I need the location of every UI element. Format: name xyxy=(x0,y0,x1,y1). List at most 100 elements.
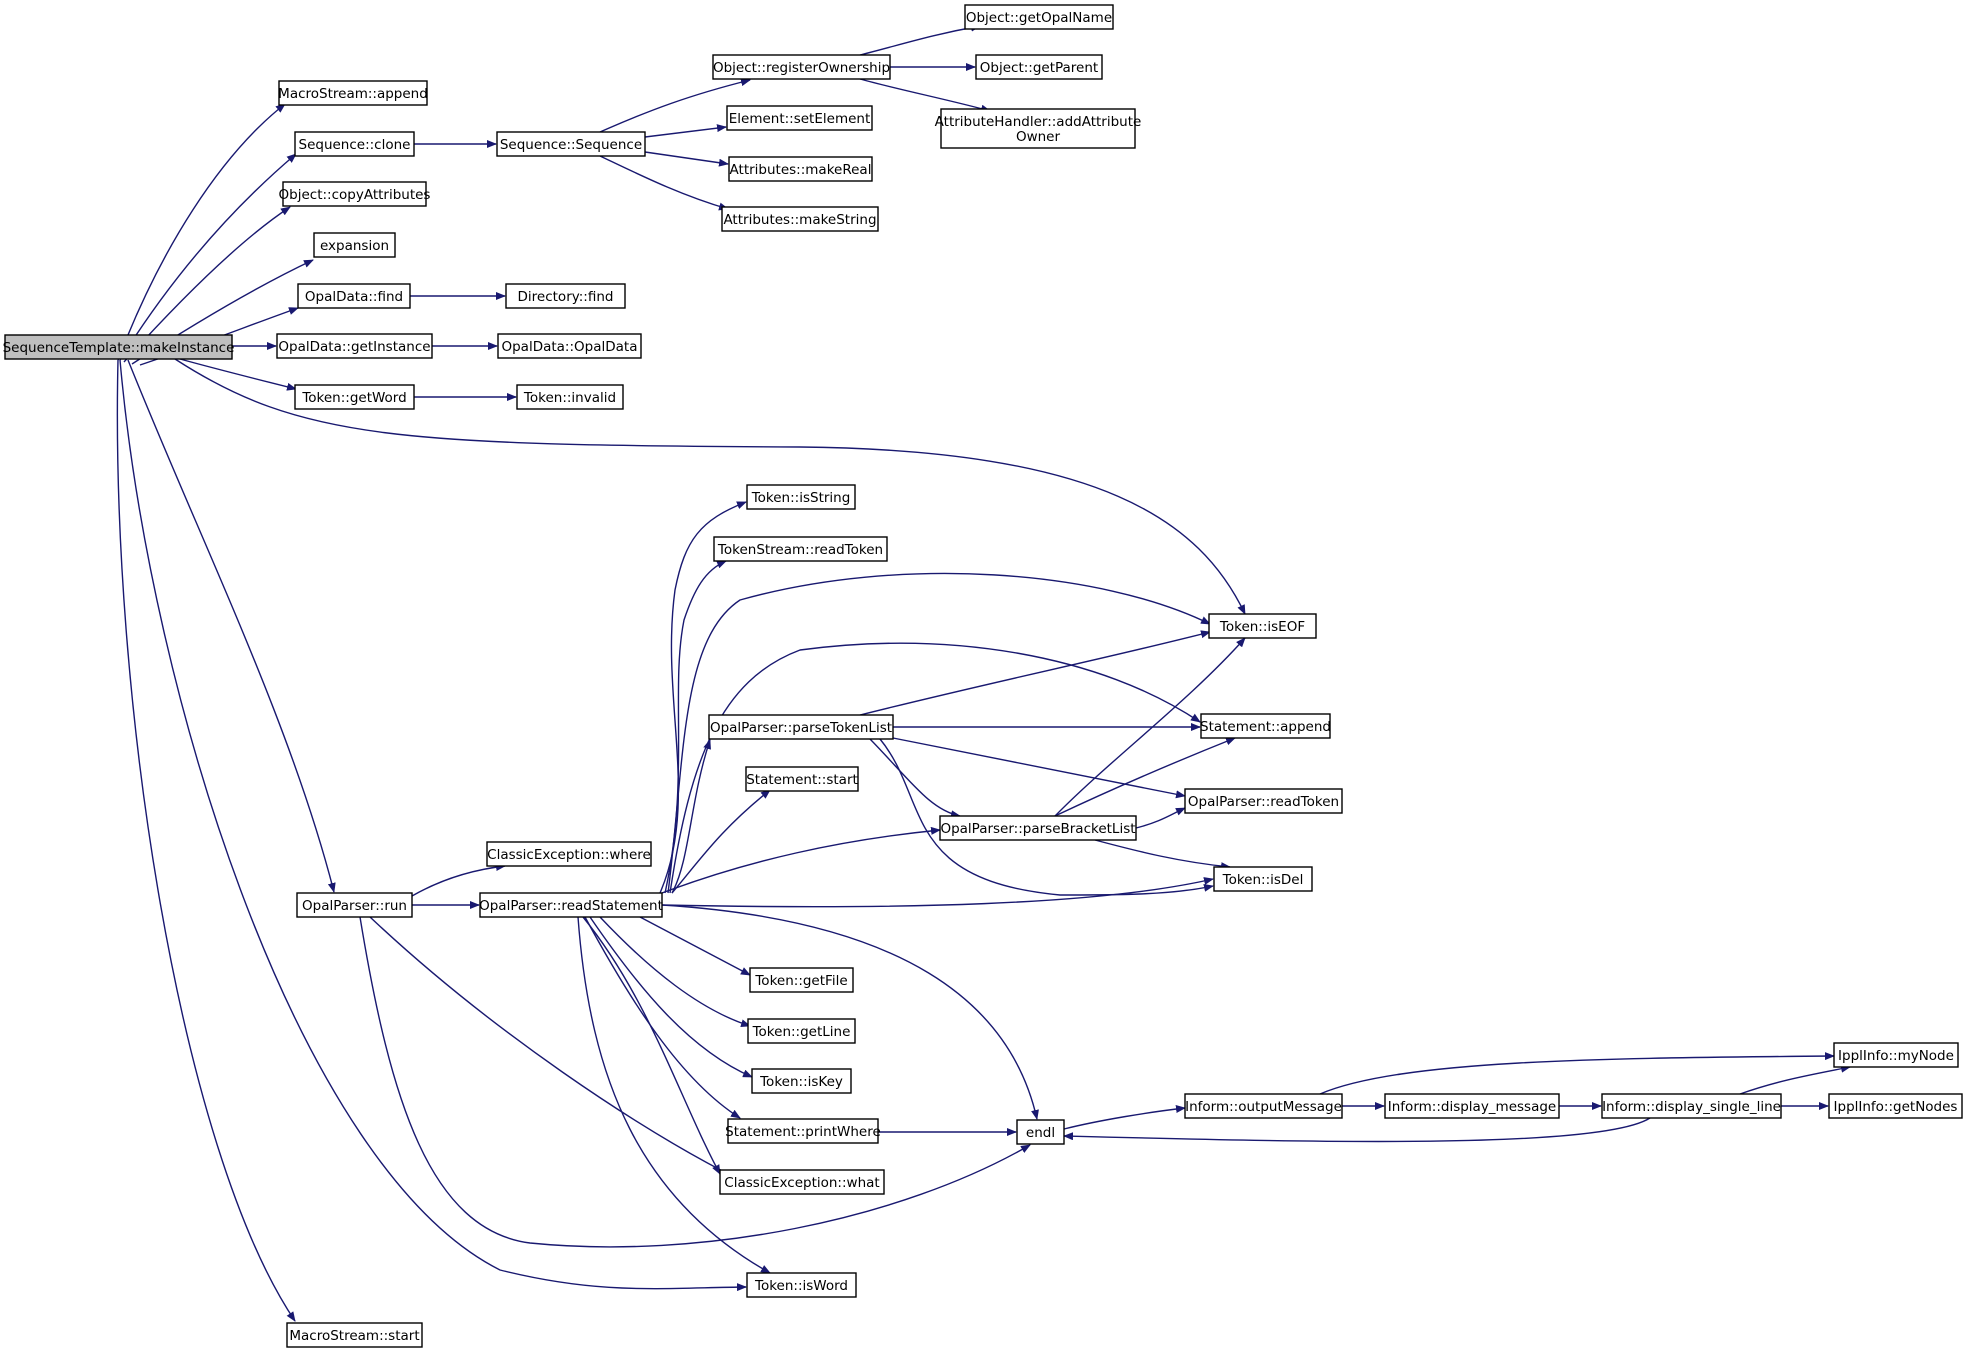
node-od_getinst[interactable]: OpalData::getInstance xyxy=(276,333,433,359)
node-box xyxy=(726,105,873,131)
node-box xyxy=(497,333,642,359)
node-label: endl xyxy=(1026,1125,1055,1141)
node-box xyxy=(745,766,859,792)
edge-op_readstmt-to-tok_iskey xyxy=(589,916,753,1078)
node-box xyxy=(749,967,854,993)
node-tok_isword[interactable]: Token::isWord xyxy=(746,1272,857,1298)
node-box xyxy=(297,283,411,309)
node-od_od[interactable]: OpalData::OpalData xyxy=(497,333,642,359)
node-obj_parent[interactable]: Object::getParent xyxy=(975,54,1103,80)
node-label: Attributes::makeString xyxy=(723,212,876,228)
node-endl[interactable]: endl xyxy=(1016,1119,1065,1145)
edge-op_ptl-to-op_readtoken xyxy=(892,737,1186,799)
node-tok_iseof[interactable]: Token::isEOF xyxy=(1208,613,1317,639)
edge-op_readstmt-to-op_pbl xyxy=(661,826,941,894)
node-tok_iskey[interactable]: Token::isKey xyxy=(751,1068,852,1094)
node-obj_copy[interactable]: Object::copyAttributes xyxy=(279,181,431,207)
node-label: ClassicException::what xyxy=(724,1175,879,1191)
node-box xyxy=(1384,1093,1560,1119)
node-tok_isdel[interactable]: Token::isDel xyxy=(1213,866,1313,892)
node-ippl_getnodes[interactable]: IpplInfo::getNodes xyxy=(1828,1093,1963,1119)
node-op_pbl[interactable]: OpalParser::parseBracketList xyxy=(939,815,1137,841)
node-ce_what[interactable]: ClassicException::what xyxy=(719,1169,885,1195)
node-ippl_mynode[interactable]: IpplInfo::myNode xyxy=(1833,1042,1959,1068)
node-ce_where[interactable]: ClassicException::where xyxy=(486,841,652,867)
node-label: Token::getFile xyxy=(754,973,847,989)
edge-op_run-to-ce_what xyxy=(369,916,741,1181)
edge-root-to-tok_iseof xyxy=(174,358,1246,615)
edge-root-to-op_run xyxy=(127,359,336,893)
edge-op_readstmt-to-tok_iseof xyxy=(667,572,1211,894)
edge-inf_displine-to-ippl_mynode xyxy=(1739,1064,1851,1095)
edge-seq_seq-to-attr_string xyxy=(599,155,729,211)
node-label: AttributeHandler::addAttribute xyxy=(935,114,1142,130)
node-label: ClassicException::where xyxy=(487,847,651,863)
node-dir_find[interactable]: Directory::find xyxy=(505,283,626,309)
node-label: Token::isKey xyxy=(759,1074,843,1090)
node-box xyxy=(505,283,626,309)
edge-op_pbl-to-op_readtoken xyxy=(1135,807,1186,829)
node-box xyxy=(719,1169,885,1195)
node-attr_string[interactable]: Attributes::makeString xyxy=(721,206,879,232)
node-op_readtoken[interactable]: OpalParser::readToken xyxy=(1184,788,1343,814)
node-label: expansion xyxy=(320,238,389,254)
node-ts_readtoken[interactable]: TokenStream::readToken xyxy=(713,536,888,562)
node-box xyxy=(486,841,652,867)
edge-op_readstmt-to-tok_isdel xyxy=(661,877,1214,908)
node-box xyxy=(313,232,396,258)
node-label: OpalData::getInstance xyxy=(278,339,430,355)
node-label: OpalParser::readStatement xyxy=(479,898,663,914)
node-tok_isstring[interactable]: Token::isString xyxy=(746,484,856,510)
node-op_readstmt[interactable]: OpalParser::readStatement xyxy=(479,892,663,918)
node-inf_dispmsg[interactable]: Inform::display_message xyxy=(1384,1093,1560,1119)
node-box xyxy=(964,4,1114,30)
node-label: Owner xyxy=(1016,129,1061,145)
edge-op_pbl-to-st_append xyxy=(1054,737,1236,817)
node-label: OpalData::OpalData xyxy=(501,339,637,355)
node-tok_getfile[interactable]: Token::getFile xyxy=(749,967,854,993)
node-label: Sequence::clone xyxy=(299,137,411,153)
node-st_start[interactable]: Statement::start xyxy=(745,766,859,792)
node-box xyxy=(1184,788,1343,814)
node-box xyxy=(479,892,663,918)
node-label: Token::isDel xyxy=(1222,872,1304,888)
node-od_find[interactable]: OpalData::find xyxy=(297,283,411,309)
node-tok_getline[interactable]: Token::getLine xyxy=(747,1018,856,1044)
node-label: Statement::append xyxy=(1200,719,1331,735)
node-tok_invalid[interactable]: Token::invalid xyxy=(516,384,624,410)
edge-op_run-to-ce_where xyxy=(411,863,506,897)
node-label: Inform::display_message xyxy=(1388,1099,1556,1115)
node-box xyxy=(975,54,1103,80)
node-root[interactable]: SequenceTemplate::makeInstance xyxy=(3,334,235,360)
node-st_printwhere[interactable]: Statement::printWhere xyxy=(725,1118,881,1144)
node-box xyxy=(727,1118,879,1144)
node-box xyxy=(4,334,233,360)
node-seq_seq[interactable]: Sequence::Sequence xyxy=(496,131,646,157)
node-ms_append[interactable]: MacroStream::append xyxy=(278,80,428,106)
node-obj_regown[interactable]: Object::registerOwnership xyxy=(712,54,891,80)
node-obj_opalname[interactable]: Object::getOpalName xyxy=(964,4,1114,30)
node-op_run[interactable]: OpalParser::run xyxy=(296,892,413,918)
edge-op_pbl-to-tok_isdel xyxy=(1094,839,1231,871)
node-label: OpalParser::parseTokenList xyxy=(710,720,892,736)
node-seq_clone[interactable]: Sequence::clone xyxy=(294,131,415,157)
node-tok_getword[interactable]: Token::getWord xyxy=(294,384,415,410)
node-inf_outmsg[interactable]: Inform::outputMessage xyxy=(1184,1093,1343,1119)
node-box xyxy=(276,333,433,359)
node-box xyxy=(746,1272,857,1298)
node-st_append[interactable]: Statement::append xyxy=(1200,713,1331,739)
node-label: OpalParser::parseBracketList xyxy=(940,821,1135,837)
node-ms_start[interactable]: MacroStream::start xyxy=(286,1322,423,1348)
node-op_ptl[interactable]: OpalParser::parseTokenList xyxy=(708,714,894,740)
node-attr_real[interactable]: Attributes::makeReal xyxy=(728,156,873,182)
node-box xyxy=(939,815,1137,841)
node-el_setel[interactable]: Element::setElement xyxy=(726,105,873,131)
node-box xyxy=(286,1322,423,1348)
node-inf_displine[interactable]: Inform::display_single_line xyxy=(1601,1093,1782,1119)
node-box xyxy=(1601,1093,1782,1119)
edge-op_readstmt-to-st_append xyxy=(669,642,1201,894)
node-label: Attributes::makeReal xyxy=(730,162,872,178)
node-expansion[interactable]: expansion xyxy=(313,232,396,258)
